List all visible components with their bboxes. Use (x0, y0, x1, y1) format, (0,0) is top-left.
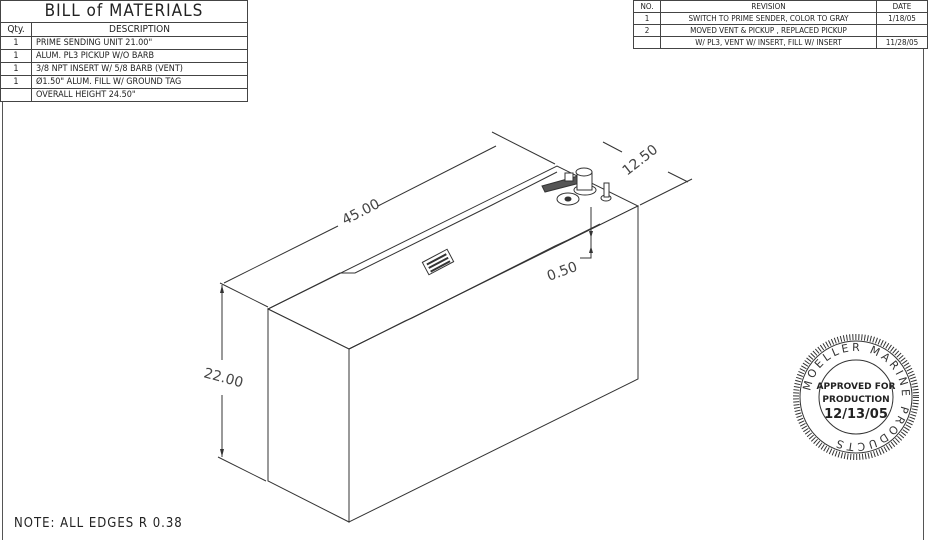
rev-date: 11/28/05 (876, 36, 928, 49)
tank-label-plate (421, 248, 455, 276)
arrowhead (220, 449, 224, 457)
dimension-extension-line (491, 131, 556, 165)
dimension-length-label: 45.00 (340, 196, 383, 228)
bom-description: OVERALL HEIGHT 24.50" (31, 88, 248, 102)
arrowhead (589, 231, 593, 238)
dimension-line-length (223, 225, 339, 284)
stamp-line1: APPROVED FOR (817, 382, 896, 392)
tank-drawing: 45.00 12.50 22.00 0.50 MOELLER MARINE PR… (202, 131, 919, 523)
vent-fitting (600, 182, 612, 202)
stamp-date: 12/13/05 (824, 407, 888, 422)
pickup-fitting (556, 192, 580, 206)
dimension-line-width (602, 141, 623, 153)
dimension-width-label: 12.50 (620, 142, 661, 179)
arrowhead (589, 246, 593, 253)
dimension-line-length (377, 145, 497, 207)
dimension-extension-line (217, 456, 267, 482)
tank-seam-line (267, 171, 558, 310)
dimension-extension-line (219, 282, 269, 308)
arrowhead (220, 285, 224, 293)
approval-stamp: MOELLER MARINE PRODUCTS APPROVED FOR PRO… (793, 334, 919, 460)
bom-row: OVERALL HEIGHT 24.50" (0, 88, 248, 102)
tank-seam-line (348, 223, 601, 350)
tank-side-face (348, 205, 639, 523)
prime-sender-fitting (541, 167, 597, 196)
dimension-height-label: 22.00 (202, 365, 245, 391)
dimension-line-width (667, 171, 689, 183)
stamp-line2: PRODUCTION (822, 395, 889, 405)
dimension-extension-line (639, 178, 693, 206)
drawing-note: NOTE: ALL EDGES R 0.38 (14, 516, 183, 531)
